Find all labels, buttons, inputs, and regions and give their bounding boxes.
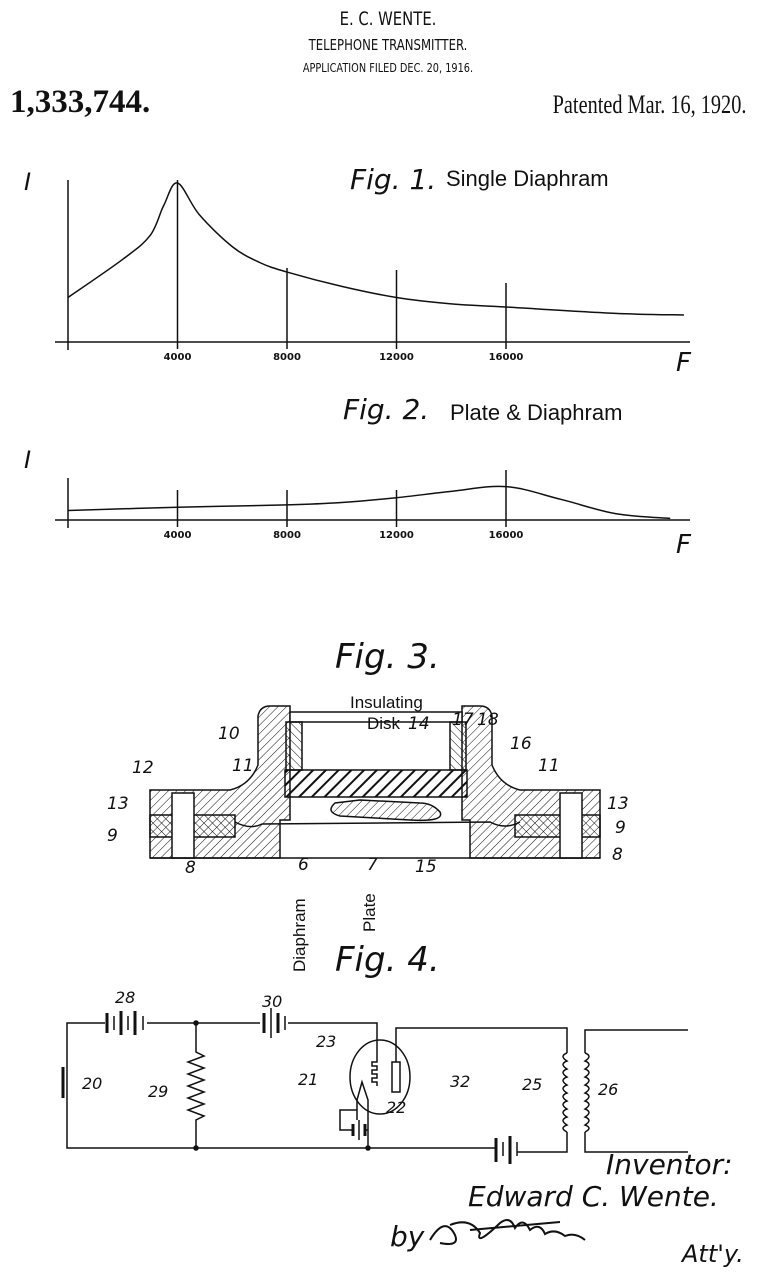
insulating-disk-14 [284, 769, 468, 798]
ring-17 [449, 721, 467, 771]
fig1-tick-label: 4000 [163, 352, 192, 363]
resistor-29 [185, 1023, 207, 1148]
wire-bottom-right [517, 1132, 568, 1153]
reference-numeral: 11 [538, 756, 560, 776]
fig1-curve [67, 182, 684, 316]
coil-25 [562, 1052, 569, 1133]
grid-23 [371, 1060, 378, 1086]
screw-left [171, 792, 195, 859]
reference-numeral: 17 [452, 710, 474, 730]
reference-numeral: 11 [232, 756, 254, 776]
clamp-ring-9-right [514, 814, 601, 838]
fig2-curve [67, 485, 671, 520]
reference-numeral: 9 [615, 818, 626, 838]
fig2-subtitle: Plate & Diaphram [450, 400, 623, 425]
fig1-title: Fig. 1. [350, 163, 437, 196]
battery-28 [105, 1011, 144, 1035]
reference-numeral: 28 [115, 988, 136, 1007]
reference-numeral: 29 [148, 1082, 169, 1101]
attorney-signature [429, 1218, 586, 1245]
reference-numeral: 13 [107, 794, 129, 814]
reference-numeral: 9 [107, 826, 118, 846]
reference-numeral: 8 [185, 858, 196, 878]
fig1-tick-label: 12000 [379, 352, 414, 363]
reference-numeral: 32 [450, 1072, 471, 1091]
label-insulating: Insulating [350, 693, 423, 712]
wire-left-loop [66, 1022, 495, 1149]
fig4-title: Fig. 4. [335, 940, 440, 980]
top-cap [289, 711, 463, 723]
inventor-label: Inventor: [606, 1148, 733, 1181]
reference-numeral: 15 [415, 857, 437, 877]
fig2-tick-label: 12000 [379, 530, 414, 541]
reference-numeral: 8 [612, 845, 623, 865]
fig1-xlabel: F [676, 348, 691, 378]
reference-numeral: 6 [298, 855, 309, 875]
patent-title: TELEPHONE TRANSMITTER. [308, 36, 468, 54]
fig2-tick-label: 16000 [488, 530, 524, 541]
diaphram-6 [234, 821, 521, 828]
secondary-wires [584, 1029, 688, 1153]
reference-numeral: 30 [262, 992, 283, 1011]
fig2-ylabel: I [24, 446, 32, 474]
battery-32 [494, 1136, 518, 1164]
reference-numeral: 16 [510, 734, 532, 754]
reference-numeral: 12 [132, 758, 154, 778]
attorney-label: Att'y. [682, 1240, 744, 1268]
reference-numeral: 21 [298, 1070, 319, 1089]
plate-electrode [391, 1061, 401, 1093]
battery-30 [262, 1008, 286, 1038]
reference-numeral: 23 [316, 1032, 337, 1051]
reference-numeral: 22 [386, 1098, 407, 1117]
reference-numeral: 26 [598, 1080, 619, 1099]
reference-numeral: 14 [408, 714, 430, 734]
fig1-tick-label: 8000 [273, 352, 301, 363]
ring-left [285, 721, 303, 771]
reference-numeral: 25 [522, 1075, 543, 1094]
junction-dots [193, 1020, 371, 1151]
fig2-tick-label: 4000 [163, 530, 192, 541]
reference-numeral: 18 [477, 710, 499, 730]
fig2-title: Fig. 2. [343, 393, 430, 426]
filing-date: APPLICATION FILED DEC. 20, 1916. [302, 60, 474, 75]
fig3-cross-section [149, 705, 601, 859]
reference-numeral: 20 [82, 1074, 103, 1093]
label-diaphram: Diaphram [290, 898, 309, 972]
fig1-ylabel: I [24, 168, 32, 196]
filament-21 [356, 1079, 369, 1148]
reference-numeral: 10 [218, 724, 240, 744]
reference-numeral: 7 [367, 855, 378, 875]
fig2-tick-label: 8000 [273, 530, 301, 541]
fig4-circuit [61, 1008, 688, 1164]
fig2-xlabel: F [676, 530, 691, 560]
wire-top [147, 1022, 378, 1060]
coil-26 [583, 1052, 590, 1133]
inventor-name: Edward C. Wente. [468, 1180, 719, 1213]
label-plate: Plate [360, 893, 379, 932]
fig1-subtitle: Single Diaphram [446, 166, 609, 191]
fig1-tick-label: 16000 [488, 352, 524, 363]
reference-numeral: 13 [607, 794, 629, 814]
wire-plate [395, 1027, 568, 1062]
vacuum-tube-22 [349, 1039, 411, 1115]
fig3-title: Fig. 3. [335, 637, 440, 677]
patent-date: Patented Mar. 16, 1920. [552, 90, 746, 119]
by-label: by [390, 1220, 425, 1253]
inventor-header: E. C. WENTE. [339, 8, 437, 30]
screw-right [559, 792, 583, 859]
patent-number: 1,333,744. [10, 84, 151, 120]
label-disk: Disk [367, 714, 401, 733]
plate-7 [330, 799, 442, 822]
